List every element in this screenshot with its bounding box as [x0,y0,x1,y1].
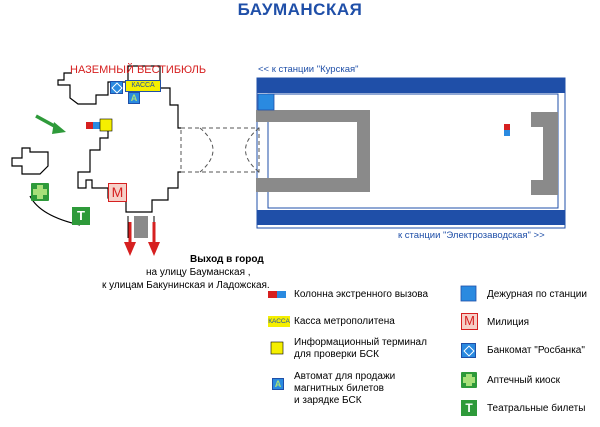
police-icon: М [108,183,127,202]
exit-line-2: к улицам Бакунинская и Ладожская. [102,280,270,291]
exit-line-1: на улицу Бауманская , [146,267,251,278]
atm-icon [110,81,123,94]
passage-arc-left [199,127,214,173]
legend-info-terminal-label-1: Информационный терминал [294,337,427,348]
side-passage [11,147,49,175]
emergency-column-icon-platform [504,124,510,130]
passage-dashed [180,127,260,173]
station-title: БАУМАНСКАЯ [237,0,363,19]
vestibule-label: НАЗЕМНЫЙ ВЕСТИБЮЛЬ [70,64,207,76]
direction-elektrozavodskaya: к станции "Электрозаводская" >> [398,230,545,241]
exit-gate [134,216,148,238]
emergency-column-icon [86,122,93,129]
legend-automat-label-1: Автомат для продажи [294,371,396,382]
track-bottom [257,210,565,225]
direction-kurskaya: << к станции "Курская" [258,64,359,75]
legend-info-terminal-label-2: для проверки БСК [294,349,379,360]
legend-automat-icon: А [272,378,284,390]
legend-duty-icon [460,285,477,302]
automat-icon: А [128,92,140,104]
legend-pharmacy-label: Аптечный киоск [487,375,560,386]
vestibule-outline [57,65,181,213]
legend-automat-label-3: и зарядке БСК [294,395,362,406]
legend-police-label: Милиция [487,317,530,328]
legend-automat-label-2: магнитных билетов [294,383,384,394]
theatre-icon: Т [72,207,90,225]
legend-kassa-icon: КАССА [268,316,290,327]
legend-police-icon: М [461,313,478,330]
legend-atm-label: Банкомат "Росбанка" [487,345,585,356]
legend-duty-label: Дежурная по станции [487,289,587,300]
legend-info-terminal-icon [270,341,284,355]
legend-emergency-label: Колонна экстренного вызова [294,289,429,300]
legend-theatre-label: Театральные билеты [487,403,586,414]
legend-atm-icon [461,343,476,358]
legend-kassa-label: Касса метрополитена [294,316,395,327]
kassa-icon: КАССА [125,80,161,92]
info-terminal-icon [99,118,113,132]
platform-end-block [531,112,558,195]
escalator-block [256,110,370,192]
legend-emergency-icon [268,291,277,298]
track-top [257,78,565,93]
exit-heading: Выход в город [190,254,264,265]
legend-theatre-icon: Т [461,400,477,416]
duty-station-icon [257,93,275,111]
